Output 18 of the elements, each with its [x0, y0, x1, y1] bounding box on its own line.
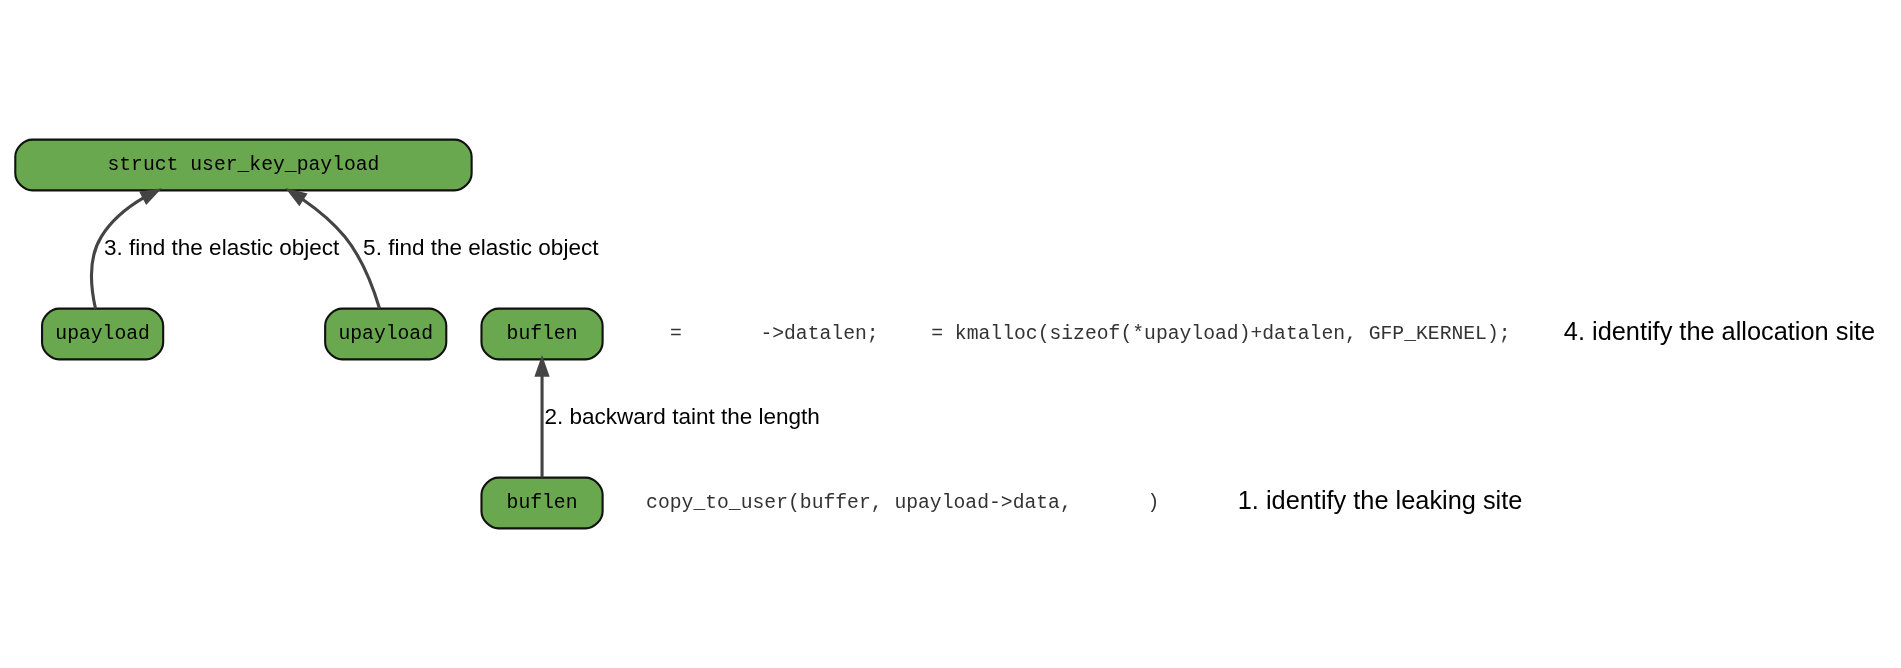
arrow — [285, 187, 382, 309]
edge-label: 3. find the elastic object — [103, 234, 340, 260]
label: = kmalloc(sizeof(*upayload)+datalen, GFP_KERNEL); — [931, 323, 1511, 346]
arrow — [534, 354, 550, 478]
edge-label: 5. find the elastic object — [363, 234, 599, 260]
edge-label: 2. backward taint the length — [544, 403, 820, 429]
node-box: upayload — [324, 307, 448, 361]
label: ->datalen; — [760, 323, 879, 346]
label: copy_to_user(buffer, upayload->data, — [646, 492, 1072, 515]
node-box: buflen — [480, 307, 604, 361]
label: 4. identify the allocation site — [1563, 317, 1876, 346]
label: 1. identify the leaking site — [1237, 486, 1523, 515]
label: ) — [1147, 492, 1160, 515]
node-box: buflen — [480, 476, 604, 530]
node-box: struct user_key_payload — [14, 138, 473, 192]
node-box: upayload — [41, 307, 165, 361]
label: = — [669, 323, 682, 346]
arrow — [90, 188, 162, 309]
